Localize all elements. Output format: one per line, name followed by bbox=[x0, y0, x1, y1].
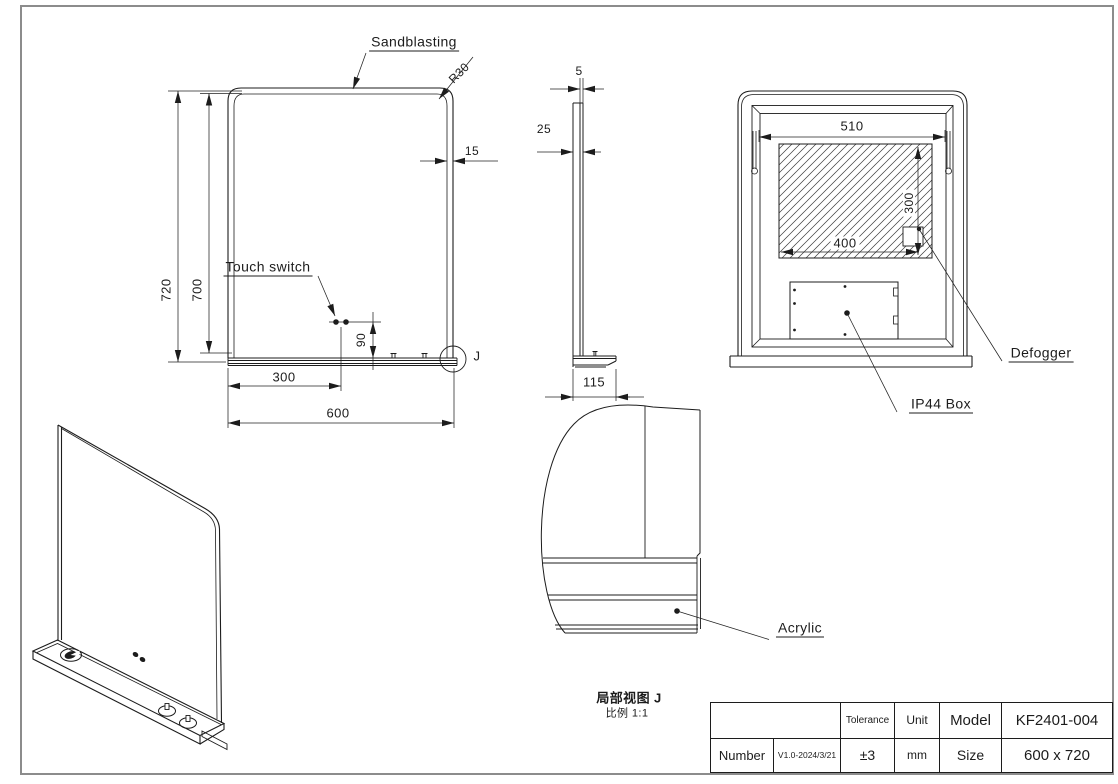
glass-thickness-dimension: 5 bbox=[575, 64, 583, 78]
glass-height-dimension: 700 bbox=[189, 278, 205, 302]
sheet-border bbox=[20, 5, 1114, 775]
number-value: V1.0-2024/3/21 bbox=[773, 737, 840, 772]
hanger-span-dimension: 510 bbox=[840, 118, 864, 134]
title-block: Tolerance Unit Model KF2401-004 Number V… bbox=[710, 702, 1113, 773]
defogger-label: Defogger bbox=[1008, 344, 1074, 363]
detail-caption-title: 局部视图 J bbox=[596, 690, 662, 706]
back-view bbox=[729, 90, 973, 368]
overall-width-dimension: 600 bbox=[326, 405, 350, 421]
detail-marker-label: J bbox=[473, 348, 481, 364]
tolerance-header: Tolerance bbox=[840, 703, 894, 738]
title-block-blank-cell bbox=[711, 703, 840, 738]
tolerance-value: ±3 bbox=[840, 737, 894, 772]
acrylic-label: Acrylic bbox=[775, 619, 825, 638]
unit-header: Unit bbox=[894, 703, 939, 738]
back-view-dimensions bbox=[758, 130, 1003, 413]
front-view bbox=[227, 87, 467, 373]
side-view-dimensions bbox=[537, 78, 644, 401]
overall-depth-dimension: 25 bbox=[536, 122, 552, 136]
detail-caption-scale: 比例 1:1 bbox=[605, 707, 649, 720]
size-value: 600 x 720 bbox=[1001, 737, 1112, 772]
detail-view-j bbox=[540, 404, 770, 640]
side-view bbox=[572, 102, 617, 368]
overall-height-dimension: 720 bbox=[158, 278, 174, 302]
defogger-height-dimension: 300 bbox=[902, 189, 916, 217]
frame-width-dimension: 15 bbox=[464, 144, 480, 158]
defogger-width-dimension: 400 bbox=[830, 236, 860, 250]
unit-value: mm bbox=[894, 737, 939, 772]
switch-offset-dimension: 300 bbox=[272, 369, 296, 385]
touch-switch-label: Touch switch bbox=[223, 258, 313, 277]
isometric-view bbox=[31, 424, 228, 751]
switch-height-dimension: 90 bbox=[354, 332, 368, 348]
front-view-dimensions bbox=[168, 52, 498, 428]
size-header: Size bbox=[939, 737, 1001, 772]
ip44-box-label: IP44 Box bbox=[908, 395, 974, 414]
number-header: Number bbox=[711, 737, 773, 773]
sandblasting-label: Sandblasting bbox=[369, 33, 459, 52]
shelf-depth-dimension: 115 bbox=[583, 374, 605, 390]
model-value: KF2401-004 bbox=[1001, 703, 1112, 738]
model-header: Model bbox=[939, 703, 1001, 738]
